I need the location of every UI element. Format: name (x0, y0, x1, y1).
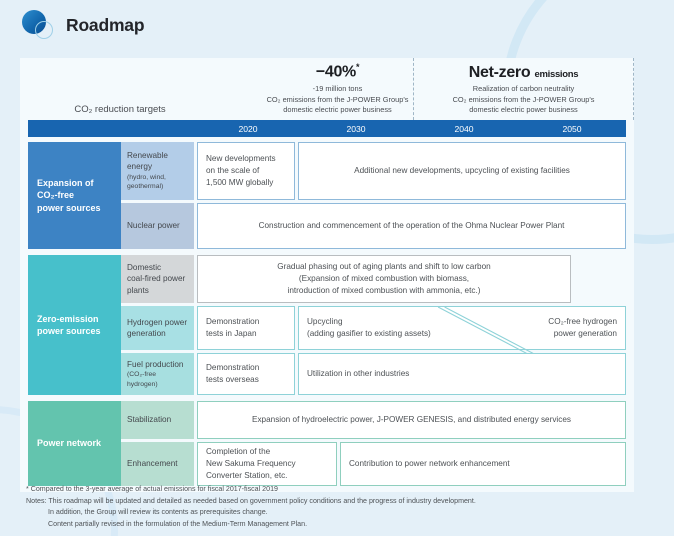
target-sub-line1: -19 million tons (312, 84, 363, 94)
group-rows: Renewable energy (hydro, wind,geothermal… (121, 142, 626, 249)
row-renewable-energy: Renewable energy (hydro, wind,geothermal… (121, 142, 626, 200)
footnote-notes-line3: Content partially revised in the formula… (48, 519, 308, 528)
group-rows: Stabilization Expansion of hydroelectric… (121, 401, 626, 486)
target-column-2050: Net-zero emissions Realization of carbon… (414, 58, 634, 120)
cell-upcycling-and-hydrogen: Upcycling(adding gasifier to existing as… (298, 306, 626, 355)
target-sub-line2: CO₂ emissions from the J-POWER Group's (266, 94, 409, 104)
category-text: Power network (37, 438, 102, 449)
row-fuel-production: Fuel production (CO₂-free hydrogen) Demo… (121, 353, 626, 395)
group-power-network: Power network Stabilization Expansion of… (28, 401, 626, 486)
footnote-notes-line2: In addition, the Group will review its c… (48, 508, 268, 517)
cell-gradual-phasing-out: Gradual phasing out of aging plants and … (197, 255, 571, 303)
footnote-asterisk: * Compared to the 3-year average of actu… (26, 485, 278, 494)
category-label-power-network: Power network (28, 401, 121, 486)
subcategory-nuclear-power: Nuclear power (121, 203, 194, 249)
roadmap-card: CO₂ reduction targets −40%* -19 million … (20, 58, 634, 492)
row-nuclear-power: Nuclear power Construction and commencem… (121, 203, 626, 249)
cell-expansion-hydroelectric: Expansion of hydroelectric power, J-POWE… (197, 401, 626, 439)
subcategory-label: Fuel production (127, 359, 184, 369)
targets-band: CO₂ reduction targets −40%* -19 million … (20, 58, 634, 120)
circle-logo-icon (22, 8, 56, 42)
target-sub-line1: Realization of carbon neutrality (472, 84, 575, 94)
row-cells: Expansion of hydroelectric power, J-POWE… (197, 401, 626, 439)
target-headline-minus40: −40%* (315, 62, 360, 81)
year-2050: 2050 (562, 123, 582, 134)
logo-outline-circle (35, 21, 53, 39)
row-stabilization: Stabilization Expansion of hydroelectric… (121, 401, 626, 439)
subcategory-fuel-production: Fuel production (CO₂-free hydrogen) (121, 353, 194, 395)
subcategory-enhancement: Enhancement (121, 442, 194, 486)
cell-contribution-network: Contribution to power network enhancemen… (340, 442, 626, 486)
target-sub-line3: domestic electric power business (283, 105, 392, 115)
page-header: Roadmap (0, 0, 674, 50)
year-2030: 2030 (346, 123, 366, 134)
cell-ohma-nuclear: Construction and commencement of the ope… (197, 203, 626, 249)
target-sub-line2: CO₂ emissions from the J-POWER Group's (452, 94, 595, 104)
subcategory-label: Stabilization (127, 415, 172, 425)
cell-upcycling-text: Upcycling(adding gasifier to existing as… (307, 317, 431, 338)
subcategory-label: Nuclear power (127, 221, 180, 231)
target-headline-netzero: Net-zero emissions (468, 63, 579, 81)
subcategory-renewable-energy: Renewable energy (hydro, wind,geothermal… (121, 142, 194, 200)
footnote-notes-line1: Notes: This roadmap will be updated and … (26, 496, 476, 505)
page-title: Roadmap (66, 14, 145, 35)
timeline-year-bar: 2020 2030 2040 2050 (28, 120, 626, 137)
subcategory-paren: (CO₂-free hydrogen) (127, 371, 158, 388)
subcategory-label: Renewable energy (127, 151, 168, 172)
subcategory-stabilization: Stabilization (121, 401, 194, 439)
target-sub-line3: domestic electric power business (469, 105, 578, 115)
subcategory-label: Enhancement (127, 459, 178, 469)
year-2040: 2040 (454, 123, 474, 134)
row-cells: Gradual phasing out of aging plants and … (197, 255, 626, 303)
co2-reduction-targets-label: CO₂ reduction targets (74, 104, 166, 115)
target-column-2030: −40%* -19 million tons CO₂ emissions fro… (262, 58, 414, 120)
year-2020: 2020 (238, 123, 258, 134)
footnotes: * Compared to the 3-year average of actu… (26, 484, 666, 530)
subcategory-paren: (hydro, wind,geothermal) (127, 173, 166, 191)
cell-additional-developments: Additional new developments, upcycling o… (298, 142, 626, 200)
row-cells: Construction and commencement of the ope… (197, 203, 626, 249)
cell-utilization-other-industries: Utilization in other industries (298, 353, 626, 395)
